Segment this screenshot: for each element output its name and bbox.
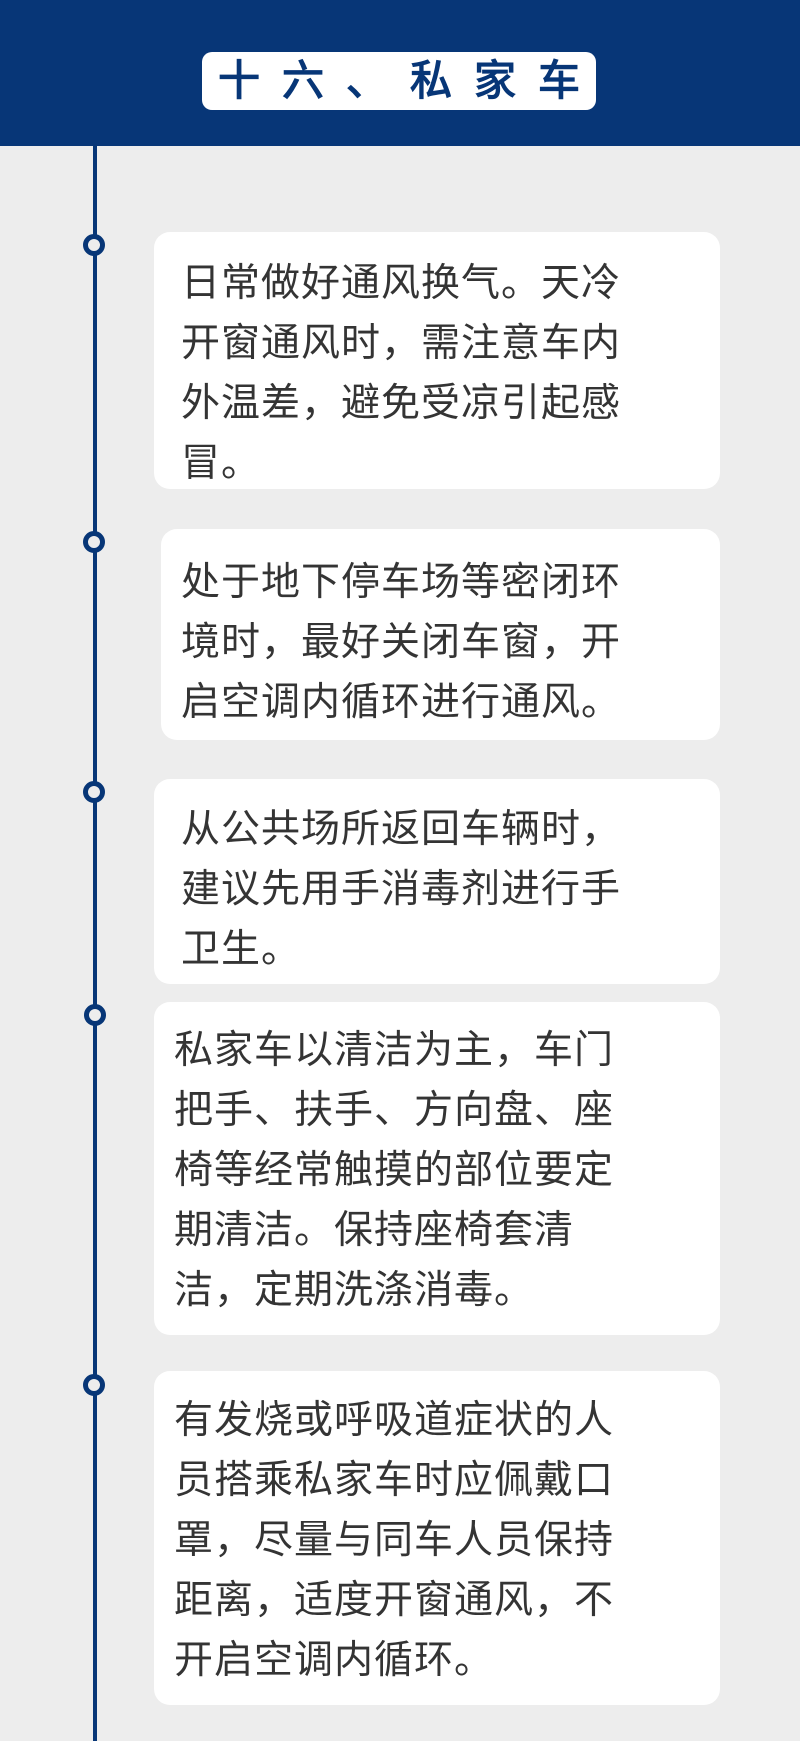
guideline-card-1: 日常做好通风换气。天冷 开窗通风时，需注意车内 外温差，避免受凉引起感 冒。	[154, 232, 720, 489]
timeline-node-1	[83, 234, 105, 256]
page-title: 十六、私家车	[218, 56, 603, 105]
guideline-line: 外温差，避免受凉引起感	[181, 381, 622, 426]
guideline-line: 员搭乘私家车时应佩戴口	[174, 1458, 615, 1503]
guideline-line: 冒。	[181, 441, 262, 486]
guideline-line: 境时，最好关闭车窗，开	[181, 620, 622, 665]
timeline-node-2	[83, 531, 105, 553]
guideline-line: 卫生。	[181, 927, 302, 972]
timeline-node-4	[84, 1004, 106, 1026]
guideline-text-4: 私家车以清洁为主，车门 把手、扶手、方向盘、座 椅等经常触摸的部位要定 期清洁。…	[174, 1021, 614, 1321]
guideline-line: 有发烧或呼吸道症状的人	[174, 1398, 615, 1443]
guideline-line: 期清洁。保持座椅套清	[174, 1208, 575, 1253]
guideline-card-3: 从公共场所返回车辆时， 建议先用手消毒剂进行手 卫生。	[154, 779, 720, 984]
timeline-node-5	[83, 1374, 105, 1396]
guideline-text-5: 有发烧或呼吸道症状的人 员搭乘私家车时应佩戴口 罩，尽量与同车人员保持 距离，适…	[174, 1391, 614, 1691]
header-band: 十六、私家车	[0, 0, 800, 146]
guideline-line: 处于地下停车场等密闭环	[181, 560, 622, 605]
guideline-card-4: 私家车以清洁为主，车门 把手、扶手、方向盘、座 椅等经常触摸的部位要定 期清洁。…	[154, 1002, 720, 1335]
guideline-card-2: 处于地下停车场等密闭环 境时，最好关闭车窗，开 启空调内循环进行通风。	[161, 529, 720, 740]
timeline-vertical-line	[93, 146, 97, 1741]
guideline-line: 距离，适度开窗通风，不	[174, 1578, 615, 1623]
guideline-line: 从公共场所返回车辆时，	[181, 807, 622, 852]
guideline-text-2: 处于地下停车场等密闭环 境时，最好关闭车窗，开 启空调内循环进行通风。	[181, 553, 621, 733]
guideline-line: 洁，定期洗涤消毒。	[174, 1268, 535, 1313]
guideline-line: 开启空调内循环。	[174, 1638, 495, 1683]
title-label: 十六、私家车	[202, 52, 596, 110]
guideline-line: 启空调内循环进行通风。	[181, 680, 622, 725]
guideline-line: 罩，尽量与同车人员保持	[174, 1518, 615, 1563]
guideline-line: 开窗通风时，需注意车内	[181, 321, 622, 366]
guideline-text-3: 从公共场所返回车辆时， 建议先用手消毒剂进行手 卫生。	[181, 800, 621, 980]
guideline-line: 私家车以清洁为主，车门	[174, 1028, 615, 1073]
guideline-line: 把手、扶手、方向盘、座	[174, 1088, 615, 1133]
guideline-line: 椅等经常触摸的部位要定	[174, 1148, 615, 1193]
guideline-line: 日常做好通风换气。天冷	[181, 261, 622, 306]
guideline-card-5: 有发烧或呼吸道症状的人 员搭乘私家车时应佩戴口 罩，尽量与同车人员保持 距离，适…	[154, 1371, 720, 1705]
guideline-line: 建议先用手消毒剂进行手	[181, 867, 622, 912]
timeline-node-3	[83, 781, 105, 803]
guideline-text-1: 日常做好通风换气。天冷 开窗通风时，需注意车内 外温差，避免受凉引起感 冒。	[181, 254, 621, 494]
